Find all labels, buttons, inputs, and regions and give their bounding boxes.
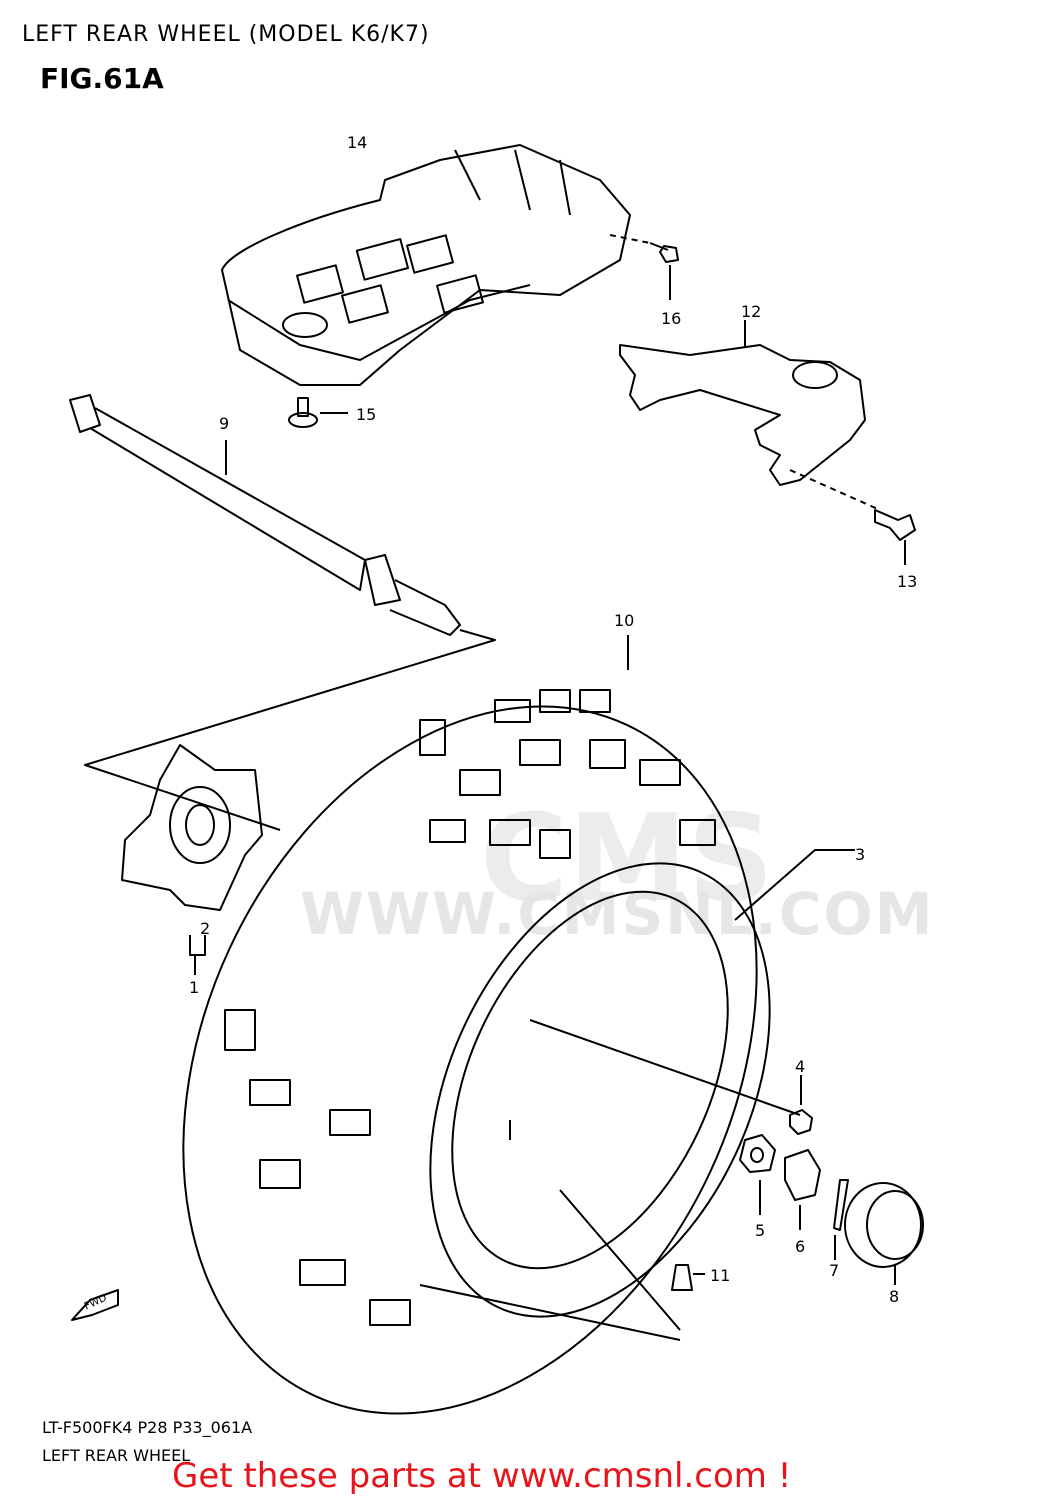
cap-part-8: [844, 1182, 924, 1285]
bolt-part-13: [789, 469, 916, 565]
hub-part-2: [121, 744, 263, 975]
bracket-part-12: [619, 320, 866, 486]
figure-label: FIG.61A: [40, 62, 164, 95]
washer-part-5: [739, 1134, 776, 1215]
callout-1: 1: [189, 978, 200, 997]
nut-part-4: [789, 1075, 813, 1135]
callout-8: 8: [889, 1287, 900, 1306]
callout-14: 14: [347, 133, 368, 152]
callout-5: 5: [755, 1221, 766, 1240]
callout-15: 15: [356, 405, 377, 424]
diagram-code: LT-F500FK4 P28 P33_061A: [42, 1418, 253, 1437]
castle-nut-part-6: [784, 1149, 821, 1230]
callout-3: 3: [855, 845, 866, 864]
callout-10: 10: [614, 611, 635, 630]
tread-pattern: [224, 689, 716, 1326]
callout-11: 11: [710, 1266, 731, 1285]
callout-12: 12: [741, 302, 762, 321]
valve-part-11: [671, 1264, 705, 1291]
page-title: LEFT REAR WHEEL (MODEL K6/K7): [22, 22, 430, 47]
skid-plate-part-14: [221, 144, 631, 386]
callout-16: 16: [661, 309, 682, 328]
promo-link[interactable]: Get these parts at www.cmsnl.com !: [172, 1456, 792, 1496]
diagram-name: LEFT REAR WHEEL: [42, 1446, 191, 1465]
fwd-arrow-icon: [71, 1289, 119, 1321]
callout-6: 6: [795, 1237, 806, 1256]
callout-4: 4: [795, 1057, 806, 1076]
watermark-url: WWW.CMSNL.COM: [300, 880, 935, 948]
callout-9: 9: [219, 414, 230, 433]
callout-7: 7: [829, 1261, 840, 1280]
bolt-part-16: [609, 234, 679, 300]
callout-13: 13: [897, 572, 918, 591]
callout-2: 2: [200, 919, 211, 938]
tire-part-10: [182, 635, 801, 1415]
watermark-brand: CMS: [480, 790, 774, 929]
cotter-pin-part-7: [833, 1179, 849, 1260]
bolt-part-15: [288, 397, 348, 428]
axle-shaft-part-9: [69, 394, 496, 831]
